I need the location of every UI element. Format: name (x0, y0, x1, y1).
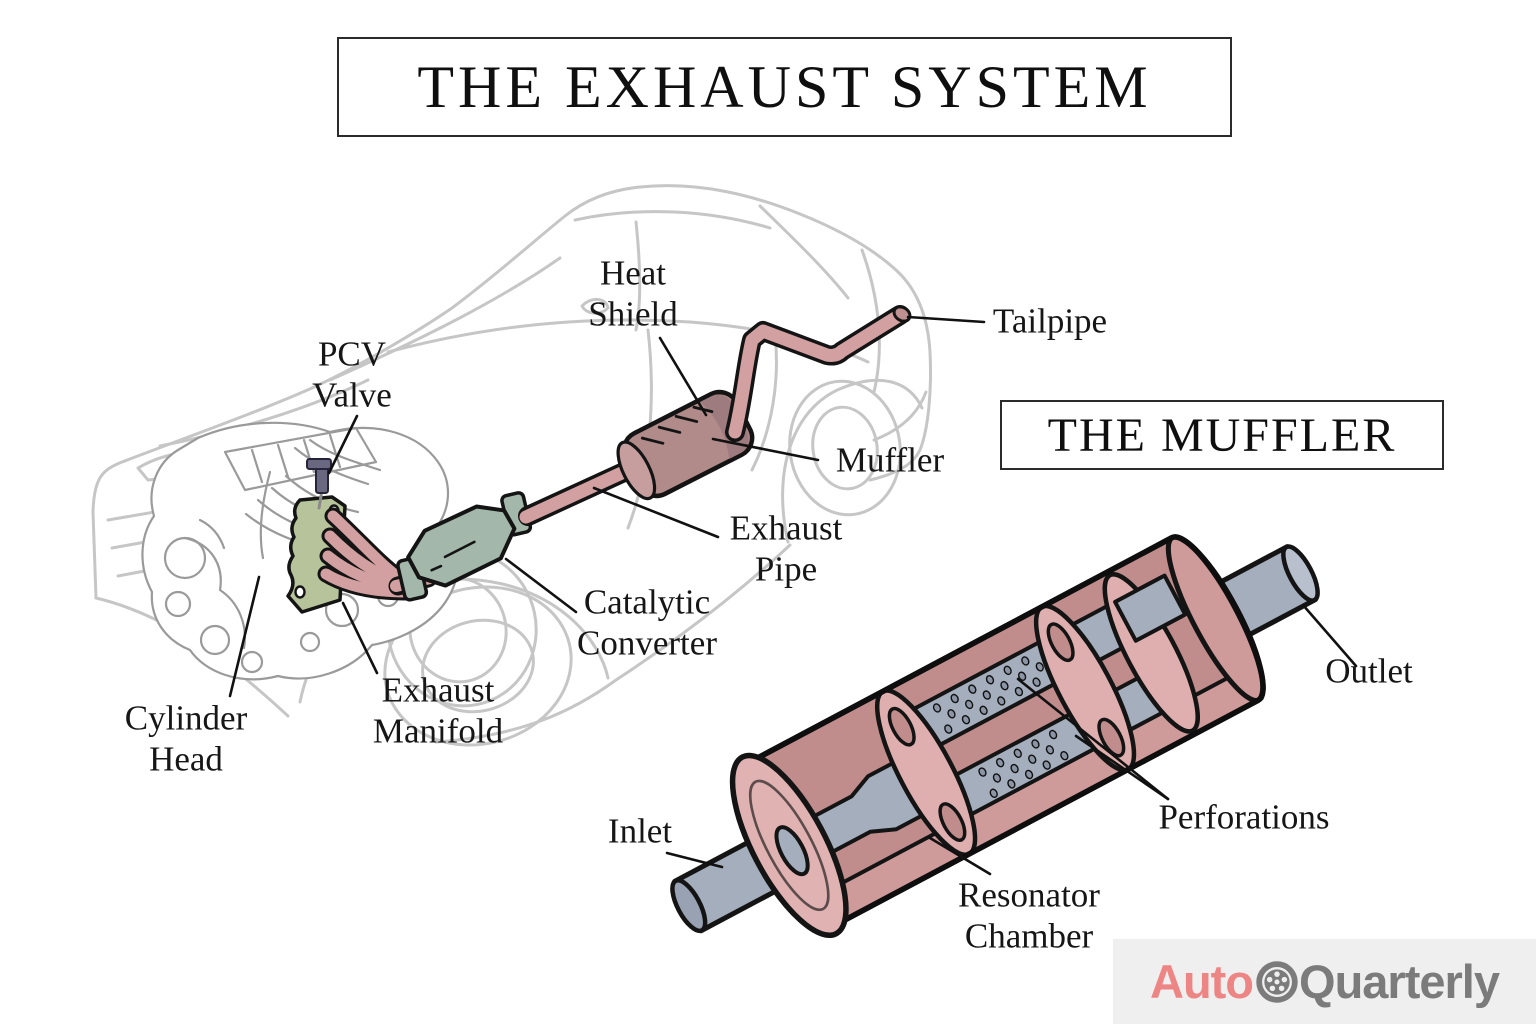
leader-cylinder-head (228, 575, 261, 698)
leader-exhaust-manifold (341, 601, 379, 675)
leader-heat-shield (658, 336, 708, 417)
tailpipe-fill (728, 308, 907, 439)
engine-detail-circle (299, 631, 321, 653)
label-inlet: Inlet (607, 811, 673, 851)
logo-brand-rest: Quarterly (1299, 955, 1500, 1008)
b-pillar (634, 220, 642, 332)
perforations-upper (932, 656, 1044, 734)
leader-resonator-chamber (928, 836, 992, 876)
label-outlet: Outlet (1325, 651, 1413, 691)
leader-tailpipe (906, 315, 986, 324)
car-rocker-line (434, 543, 792, 744)
label-cylinder-head: Cylinder Head (124, 698, 248, 778)
pulley (199, 624, 231, 656)
label-exhaust-manifold: Exhaust Manifold (372, 670, 504, 750)
leader-perforations-1 (1016, 677, 1170, 801)
valve-cover-ribs (250, 433, 342, 484)
muffler-shell-outline (743, 534, 1266, 930)
label-muffler: Muffler (835, 440, 945, 480)
label-pcv-valve: PCV Valve (312, 334, 392, 414)
muffler-title-box: THE MUFFLER (1000, 400, 1444, 470)
flange-bolt-hole (294, 585, 306, 599)
leader-perforations-2 (1074, 734, 1170, 801)
muffler-title-text: THE MUFFLER (1047, 408, 1397, 462)
pcv-valve-drawing (306, 458, 332, 510)
label-perforations: Perforations (1158, 797, 1330, 837)
inlet-pipe-tip (670, 878, 708, 934)
leader-pcv-valve (327, 414, 359, 475)
roof-edge (573, 210, 772, 230)
pcv-cap (306, 458, 332, 470)
cat-body (406, 504, 517, 588)
baffle-hole (887, 706, 916, 747)
hood-seam (158, 378, 370, 448)
valve-cover (223, 426, 378, 492)
leader-lines (228, 315, 1358, 876)
pulley (240, 650, 264, 674)
label-exhaust-pipe: Exhaust Pipe (729, 508, 843, 588)
tailpipe-tip (892, 305, 912, 323)
dipstick (259, 470, 272, 560)
leader-catalytic-converter (504, 557, 578, 614)
belt (183, 536, 246, 650)
car-silhouette (91, 184, 932, 600)
perforations-lower (978, 729, 1069, 798)
baffle-hole (1046, 622, 1075, 663)
windshield-base (328, 256, 562, 382)
rear-bumper-line (872, 390, 928, 442)
baffle-hole (1097, 717, 1126, 758)
side-mirror (580, 298, 610, 315)
door-seam-rear (750, 333, 778, 472)
muffler-end-light (616, 440, 657, 501)
baffle-hole (938, 802, 967, 842)
heat-shield-hatching (640, 405, 714, 445)
leader-muffler (711, 437, 820, 462)
front-wheel (383, 585, 573, 747)
perforated-tube-upper-end (1113, 573, 1188, 643)
wheel-icon (1256, 960, 1298, 1003)
label-catalytic-converter: Catalytic Converter (577, 582, 717, 662)
label-resonator-chamber: Resonator Chamber (958, 875, 1100, 955)
cat-body-lines (430, 540, 476, 572)
leader-outlet (1301, 603, 1358, 668)
pulley (164, 590, 192, 618)
rear-wheel-hub (811, 405, 879, 491)
c-pillar (758, 204, 850, 300)
label-tailpipe: Tailpipe (992, 301, 1108, 341)
main-title-box: THE EXHAUST SYSTEM (337, 37, 1232, 137)
leader-inlet (665, 851, 724, 869)
leader-exhaust-pipe (592, 486, 720, 539)
pcv-body (315, 465, 329, 494)
catalytic-converter-drawing (396, 491, 533, 602)
label-heat-shield: Heat Shield (588, 253, 678, 333)
outlet-pipe-tip (1281, 544, 1320, 603)
main-title-text: THE EXHAUST SYSTEM (417, 53, 1152, 120)
autoquarterly-logo: Auto Quarterly (1113, 939, 1536, 1024)
rear-wheel-arch (781, 378, 924, 544)
rear-wheel (788, 379, 902, 517)
logo-brand-accent: Auto (1150, 955, 1254, 1008)
front-disc-rim (748, 779, 830, 912)
front-disc-hub (774, 825, 810, 877)
muffler-cutaway-drawing (670, 534, 1320, 939)
